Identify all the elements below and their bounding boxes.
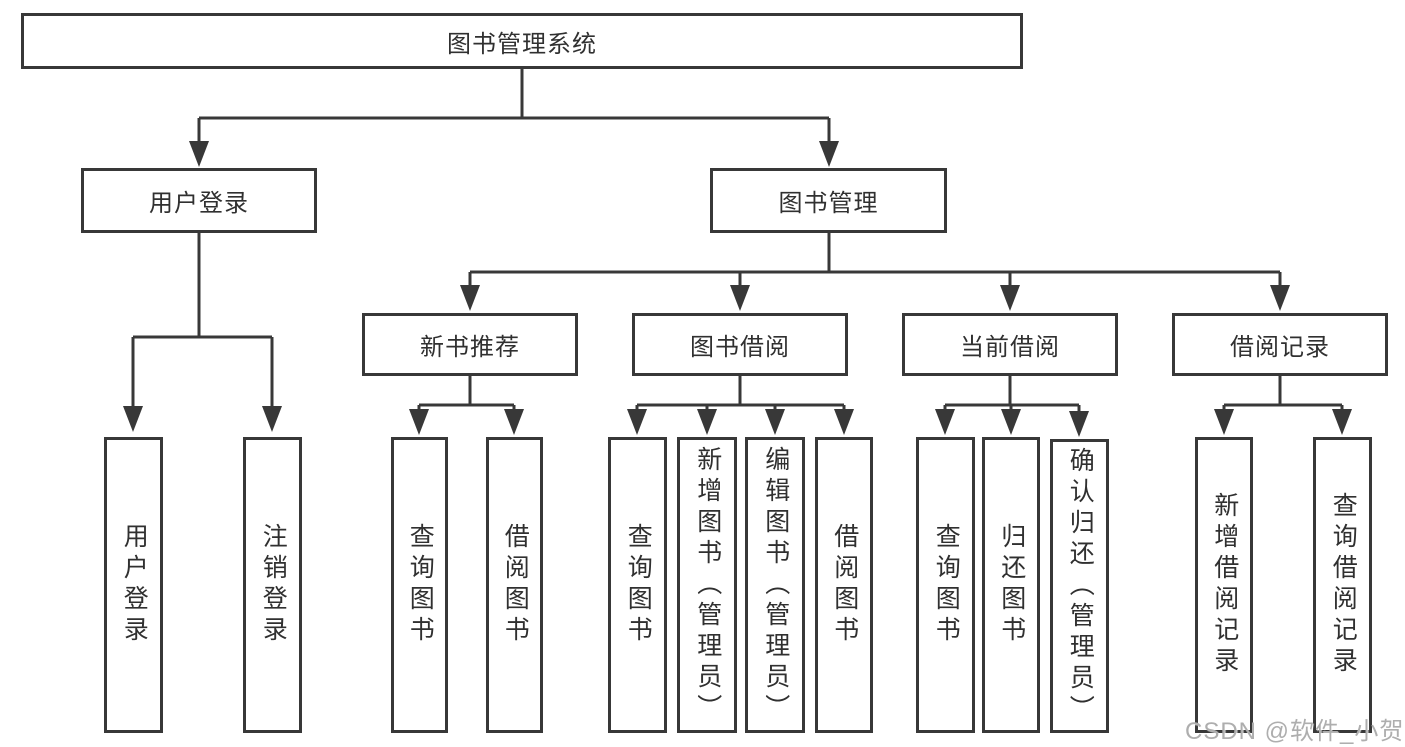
leaf-current-return-label: 归还图书	[997, 523, 1026, 647]
arrowhead-down-icon	[834, 409, 854, 435]
node-book-management-label: 图书管理	[778, 190, 879, 217]
leaf-record-query: 查询借阅记录	[1313, 437, 1372, 733]
leaf-record-query-label: 查询借阅记录	[1329, 492, 1358, 678]
arrowhead-down-icon	[819, 141, 839, 167]
arrowheads	[123, 118, 1352, 437]
arrowhead-down-icon	[1332, 409, 1352, 435]
arrowhead-down-icon	[627, 409, 647, 435]
leaf-current-confirm-admin: 确认归还（管理员）	[1050, 439, 1109, 733]
leaf-newbook-query: 查询图书	[391, 437, 448, 733]
leaf-logout: 注销登录	[243, 437, 302, 733]
arrowhead-down-icon	[123, 406, 143, 432]
node-new-book-recommend-label: 新书推荐	[420, 334, 520, 361]
leaf-logout-label: 注销登录	[259, 523, 288, 647]
node-book-borrow-label: 图书借阅	[690, 334, 790, 361]
arrowhead-down-icon	[765, 409, 785, 435]
arrowhead-down-icon	[262, 406, 282, 432]
leaf-record-add: 新增借阅记录	[1195, 437, 1253, 733]
leaf-borrow-add-admin: 新增图书（管理员）	[677, 437, 737, 733]
leaf-borrow-add-admin-label: 新增图书（管理员）	[693, 445, 722, 725]
node-book-borrow: 图书借阅	[632, 313, 848, 376]
leaf-borrow-edit-admin-label: 编辑图书（管理员）	[761, 445, 790, 725]
leaf-newbook-query-label: 查询图书	[406, 523, 435, 647]
node-current-borrow-label: 当前借阅	[960, 334, 1060, 361]
arrowhead-down-icon	[1000, 285, 1020, 311]
arrowhead-down-icon	[935, 409, 955, 435]
node-root-label: 图书管理系统	[447, 30, 597, 58]
leaf-borrow-borrow-label: 借阅图书	[830, 523, 859, 647]
arrowhead-down-icon	[409, 409, 429, 435]
arrowhead-down-icon	[189, 141, 209, 167]
leaf-record-add-label: 新增借阅记录	[1210, 492, 1239, 678]
leaf-borrow-query-label: 查询图书	[624, 523, 653, 647]
node-borrow-record-label: 借阅记录	[1230, 334, 1330, 361]
arrowhead-down-icon	[1214, 409, 1234, 435]
leaf-borrow-query: 查询图书	[608, 437, 667, 733]
node-root: 图书管理系统	[21, 13, 1023, 69]
leaf-newbook-borrow-label: 借阅图书	[501, 523, 530, 647]
leaf-user-login-label: 用户登录	[120, 523, 149, 647]
node-borrow-record: 借阅记录	[1172, 313, 1388, 376]
node-user-login-label: 用户登录	[149, 190, 249, 217]
node-new-book-recommend: 新书推荐	[362, 313, 578, 376]
leaf-borrow-borrow: 借阅图书	[815, 437, 873, 733]
leaf-current-confirm-admin-label: 确认归还（管理员）	[1066, 446, 1095, 726]
leaf-newbook-borrow: 借阅图书	[486, 437, 543, 733]
node-user-login: 用户登录	[81, 168, 317, 233]
arrowhead-down-icon	[1270, 285, 1290, 311]
leaf-user-login: 用户登录	[104, 437, 163, 733]
arrowhead-down-icon	[697, 409, 717, 435]
node-book-management: 图书管理	[710, 168, 947, 233]
arrowhead-down-icon	[1069, 411, 1089, 437]
arrowhead-down-icon	[1001, 409, 1021, 435]
node-current-borrow: 当前借阅	[902, 313, 1118, 376]
csdn-watermark: CSDN @软件_小贺同学	[1185, 718, 1405, 745]
leaf-borrow-edit-admin: 编辑图书（管理员）	[745, 437, 805, 733]
leaf-current-query: 查询图书	[916, 437, 975, 733]
arrowhead-down-icon	[504, 409, 524, 435]
arrowhead-down-icon	[730, 285, 750, 311]
leaf-current-return: 归还图书	[982, 437, 1040, 733]
arrowhead-down-icon	[460, 285, 480, 311]
leaf-current-query-label: 查询图书	[932, 523, 961, 647]
